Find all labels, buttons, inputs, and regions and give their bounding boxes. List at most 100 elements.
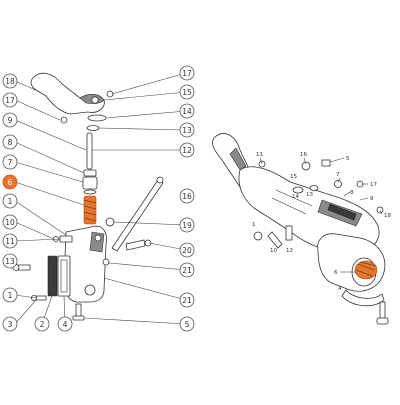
hose-tip xyxy=(156,176,164,184)
svg-text:6: 6 xyxy=(334,270,338,276)
svg-text:17: 17 xyxy=(182,69,192,78)
assembled-bolt xyxy=(379,301,386,319)
svg-text:21: 21 xyxy=(182,296,192,305)
callout-6-highlighted[interactable]: 6 xyxy=(2,174,18,190)
float-7 xyxy=(334,180,342,188)
callout-13[interactable]: 13 xyxy=(2,253,18,269)
svg-text:4: 4 xyxy=(338,286,342,292)
callout-1[interactable]: 1 xyxy=(2,193,18,209)
callout-3[interactable]: 3 xyxy=(2,316,18,332)
callout-17[interactable]: 17 xyxy=(2,92,18,108)
callout-r21b[interactable]: 21 xyxy=(179,292,195,308)
svg-text:9: 9 xyxy=(8,116,13,125)
svg-text:14: 14 xyxy=(182,107,192,116)
reservoir-cover-2 xyxy=(47,255,58,297)
svg-text:17: 17 xyxy=(370,182,377,188)
callout-r14[interactable]: 14 xyxy=(179,103,195,119)
left-callouts: 18 17 9 8 7 6 1 10 11 13 1 3 2 4 xyxy=(2,73,73,332)
callout-10[interactable]: 10 xyxy=(2,214,18,230)
callout-18[interactable]: 18 xyxy=(2,73,18,89)
svg-text:8: 8 xyxy=(8,138,13,147)
spring-6-body xyxy=(83,195,97,225)
callout-9[interactable]: 9 xyxy=(2,112,18,128)
hose-fitting-rod xyxy=(111,179,164,252)
svg-text:21: 21 xyxy=(182,266,192,275)
body-edges xyxy=(271,189,313,215)
clamp-ring xyxy=(341,289,385,307)
svg-text:4: 4 xyxy=(63,320,68,329)
banjo-20 xyxy=(125,239,146,251)
seal-8 xyxy=(83,169,97,177)
svg-text:13: 13 xyxy=(306,192,313,198)
svg-text:1: 1 xyxy=(8,197,13,206)
svg-text:7: 7 xyxy=(336,172,340,178)
float-5 xyxy=(321,159,331,167)
callout-r17[interactable]: 17 xyxy=(179,65,195,81)
diaphragm-4 xyxy=(57,255,71,297)
body-clamp-hole xyxy=(84,284,96,296)
svg-text:17: 17 xyxy=(5,96,15,105)
callout-7[interactable]: 7 xyxy=(2,154,18,170)
callout-r15[interactable]: 15 xyxy=(179,84,195,100)
clamp-bolt-head xyxy=(72,315,85,321)
svg-text:10: 10 xyxy=(270,248,277,254)
svg-text:15: 15 xyxy=(182,88,192,97)
cup-seal xyxy=(83,189,97,195)
left-assembly xyxy=(12,72,164,321)
callout-r16[interactable]: 16 xyxy=(179,188,195,204)
callout-4[interactable]: 4 xyxy=(57,316,73,332)
float-14 xyxy=(309,185,319,191)
svg-text:14: 14 xyxy=(292,194,299,200)
callout-8[interactable]: 8 xyxy=(2,134,18,150)
screw-3 xyxy=(35,295,47,301)
callout-2[interactable]: 2 xyxy=(34,316,50,332)
screw-11 xyxy=(59,235,73,243)
assembled-labels: 11 16 5 7 17 8 9 15 14 13 18 10 12 6 4 1 xyxy=(252,152,391,292)
svg-text:13: 13 xyxy=(182,126,192,135)
svg-text:16: 16 xyxy=(300,152,307,158)
svg-text:3: 3 xyxy=(8,320,13,329)
svg-text:5: 5 xyxy=(185,320,190,329)
callout-r13[interactable]: 13 xyxy=(179,122,195,138)
svg-text:19: 19 xyxy=(182,221,192,230)
svg-text:18: 18 xyxy=(5,77,15,86)
svg-text:7: 7 xyxy=(8,158,13,167)
svg-text:5: 5 xyxy=(346,156,350,162)
callout-r19[interactable]: 19 xyxy=(179,217,195,233)
svg-text:11: 11 xyxy=(256,152,263,158)
callout-r20[interactable]: 20 xyxy=(179,242,195,258)
svg-text:2: 2 xyxy=(40,320,45,329)
clamp-bolt-5 xyxy=(75,303,82,317)
assembled-spring-6 xyxy=(354,260,378,280)
float-12 xyxy=(285,225,293,241)
svg-text:15: 15 xyxy=(290,174,297,180)
svg-text:12: 12 xyxy=(286,248,293,254)
spring-6 xyxy=(83,195,97,225)
svg-text:10: 10 xyxy=(5,218,15,227)
diaphragm-inner xyxy=(60,259,68,293)
body-port xyxy=(94,234,102,242)
assembled-bolt-head xyxy=(376,317,389,325)
piston-7 xyxy=(82,176,98,190)
screw-1 xyxy=(17,264,31,271)
washer-13 xyxy=(86,125,100,131)
spring-6-coils xyxy=(83,199,97,222)
svg-text:20: 20 xyxy=(182,246,192,255)
screw-17b xyxy=(60,116,68,124)
callout-1b[interactable]: 1 xyxy=(2,287,18,303)
float-9 xyxy=(253,231,263,241)
svg-text:16: 16 xyxy=(182,192,192,201)
svg-text:13: 13 xyxy=(5,257,15,266)
float-13 xyxy=(292,186,304,194)
callout-11[interactable]: 11 xyxy=(2,233,18,249)
svg-text:12: 12 xyxy=(182,146,192,155)
lever-arm xyxy=(30,72,105,115)
callout-r5[interactable]: 5 xyxy=(179,316,195,332)
reservoir-lid xyxy=(327,203,357,221)
assembled-spring-body xyxy=(354,260,378,280)
svg-text:1: 1 xyxy=(8,291,13,300)
callout-r12[interactable]: 12 xyxy=(179,142,195,158)
float-10 xyxy=(267,231,283,249)
callout-r21a[interactable]: 21 xyxy=(179,262,195,278)
